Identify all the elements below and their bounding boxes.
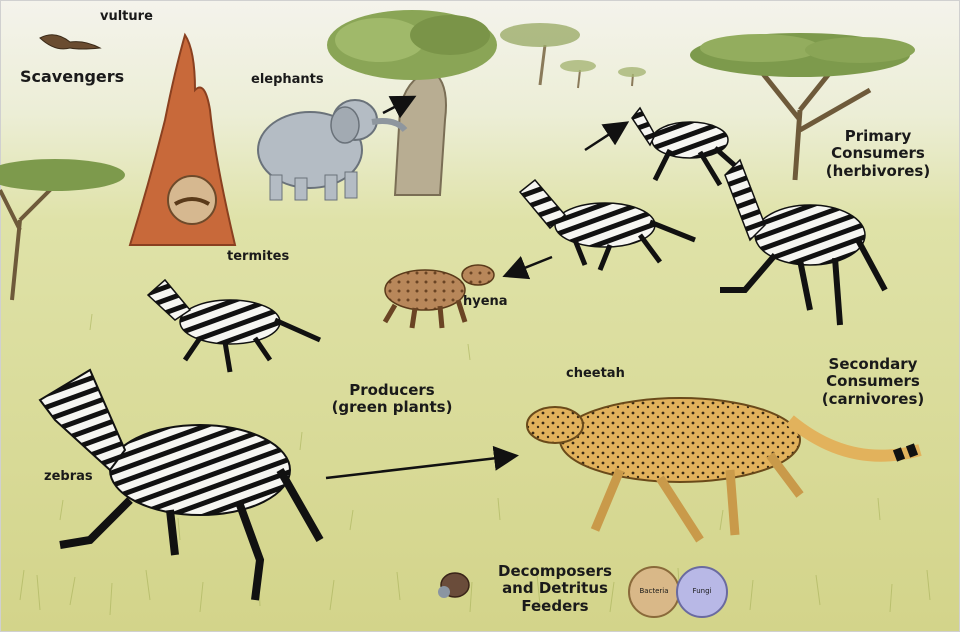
decomposers-line-3: Feeders bbox=[490, 598, 620, 615]
primary-line-3: (herbivores) bbox=[808, 163, 948, 180]
secondary-line-2: Consumers bbox=[803, 373, 943, 390]
scavengers-label: Scavengers bbox=[20, 68, 124, 86]
primary-line-2: Consumers bbox=[808, 145, 948, 162]
elephants-label: elephants bbox=[251, 73, 324, 88]
producers-line-1: Producers bbox=[322, 382, 462, 399]
fungi-label: Fungi bbox=[684, 587, 720, 595]
primary-consumers-label: Primary Consumers (herbivores) bbox=[808, 128, 948, 180]
bacteria-label: Bacteria bbox=[636, 587, 672, 595]
decomposers-line-2: and Detritus bbox=[490, 580, 620, 597]
hyena-label: hyena bbox=[463, 295, 508, 310]
producers-line-2: (green plants) bbox=[322, 399, 462, 416]
vulture-label: vulture bbox=[100, 10, 153, 25]
secondary-line-3: (carnivores) bbox=[803, 391, 943, 408]
zebras-label: zebras bbox=[44, 470, 93, 485]
decomposers-label: Decomposers and Detritus Feeders bbox=[490, 563, 620, 615]
secondary-consumers-label: Secondary Consumers (carnivores) bbox=[803, 356, 943, 408]
secondary-line-1: Secondary bbox=[803, 356, 943, 373]
producers-label: Producers (green plants) bbox=[322, 382, 462, 417]
primary-line-1: Primary bbox=[808, 128, 948, 145]
cheetah-label: cheetah bbox=[566, 367, 625, 382]
decomposers-line-1: Decomposers bbox=[490, 563, 620, 580]
termites-label: termites bbox=[227, 250, 289, 265]
